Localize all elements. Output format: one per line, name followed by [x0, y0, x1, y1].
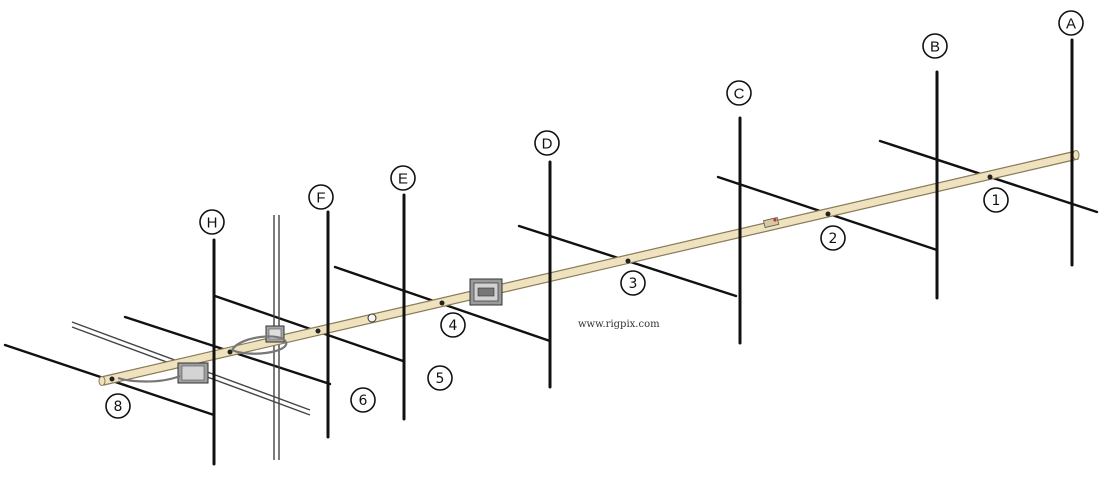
callout-label-2: 2: [829, 231, 838, 247]
callout-3: 3: [620, 270, 646, 296]
callout-label-A: A: [1066, 16, 1076, 33]
mount-point-4: [439, 300, 445, 306]
mount-point-1: [987, 174, 993, 180]
callout-6: 6: [350, 387, 376, 413]
callout-label-5: 5: [436, 371, 445, 387]
callout-A: A: [1058, 10, 1084, 36]
callout-E: E: [390, 165, 416, 191]
callout-label-E: E: [398, 171, 408, 188]
balun-box-icon: [265, 325, 285, 343]
vertical-elements: [212, 38, 1074, 466]
mount-point-3: [625, 258, 631, 264]
boom-end-cap-rear: [98, 376, 106, 386]
mast-clamp-icon: [469, 278, 503, 306]
callout-4: 4: [440, 312, 466, 338]
callout-label-B: B: [930, 39, 940, 56]
callout-label-D: D: [542, 136, 553, 153]
callout-label-8: 8: [114, 399, 123, 415]
mount-point-2: [825, 211, 831, 217]
boom-body: [100, 150, 1079, 386]
callout-H: H: [199, 209, 225, 235]
boom-hardware: [109, 174, 993, 384]
coax-lead-icon: [117, 374, 181, 383]
mount-point-5: [315, 328, 321, 334]
callout-F: F: [308, 184, 334, 210]
mount-point-6: [227, 349, 233, 355]
callout-B: B: [922, 33, 948, 59]
callout-label-4: 4: [449, 318, 458, 334]
callout-C: C: [726, 80, 752, 106]
coupler-bolt-icon: [773, 218, 777, 222]
callout-8: 8: [105, 393, 131, 419]
callout-D: D: [534, 130, 560, 156]
callout-label-H: H: [207, 215, 218, 232]
callout-label-F: F: [316, 190, 325, 207]
horizontal-callouts: 1 2 3 4 5 6 8: [105, 187, 1009, 419]
coax-loop-icon: [231, 335, 288, 355]
callout-5: 5: [427, 365, 453, 391]
boom-splice-icon: [367, 313, 377, 323]
callout-label-1: 1: [992, 193, 1001, 209]
vertical-callouts: A B C D E F H: [199, 10, 1084, 235]
callout-label-3: 3: [629, 276, 638, 292]
callout-label-6: 6: [359, 393, 368, 409]
mount-point-8: [109, 376, 115, 382]
callout-label-C: C: [734, 86, 745, 103]
callout-1: 1: [983, 187, 1009, 213]
boom: [98, 150, 1080, 386]
feedpoint-box-icon: [177, 362, 209, 384]
callout-2: 2: [820, 225, 846, 251]
boom-end-cap-front: [1072, 150, 1080, 160]
watermark-text: www.rigpix.com: [578, 319, 660, 330]
